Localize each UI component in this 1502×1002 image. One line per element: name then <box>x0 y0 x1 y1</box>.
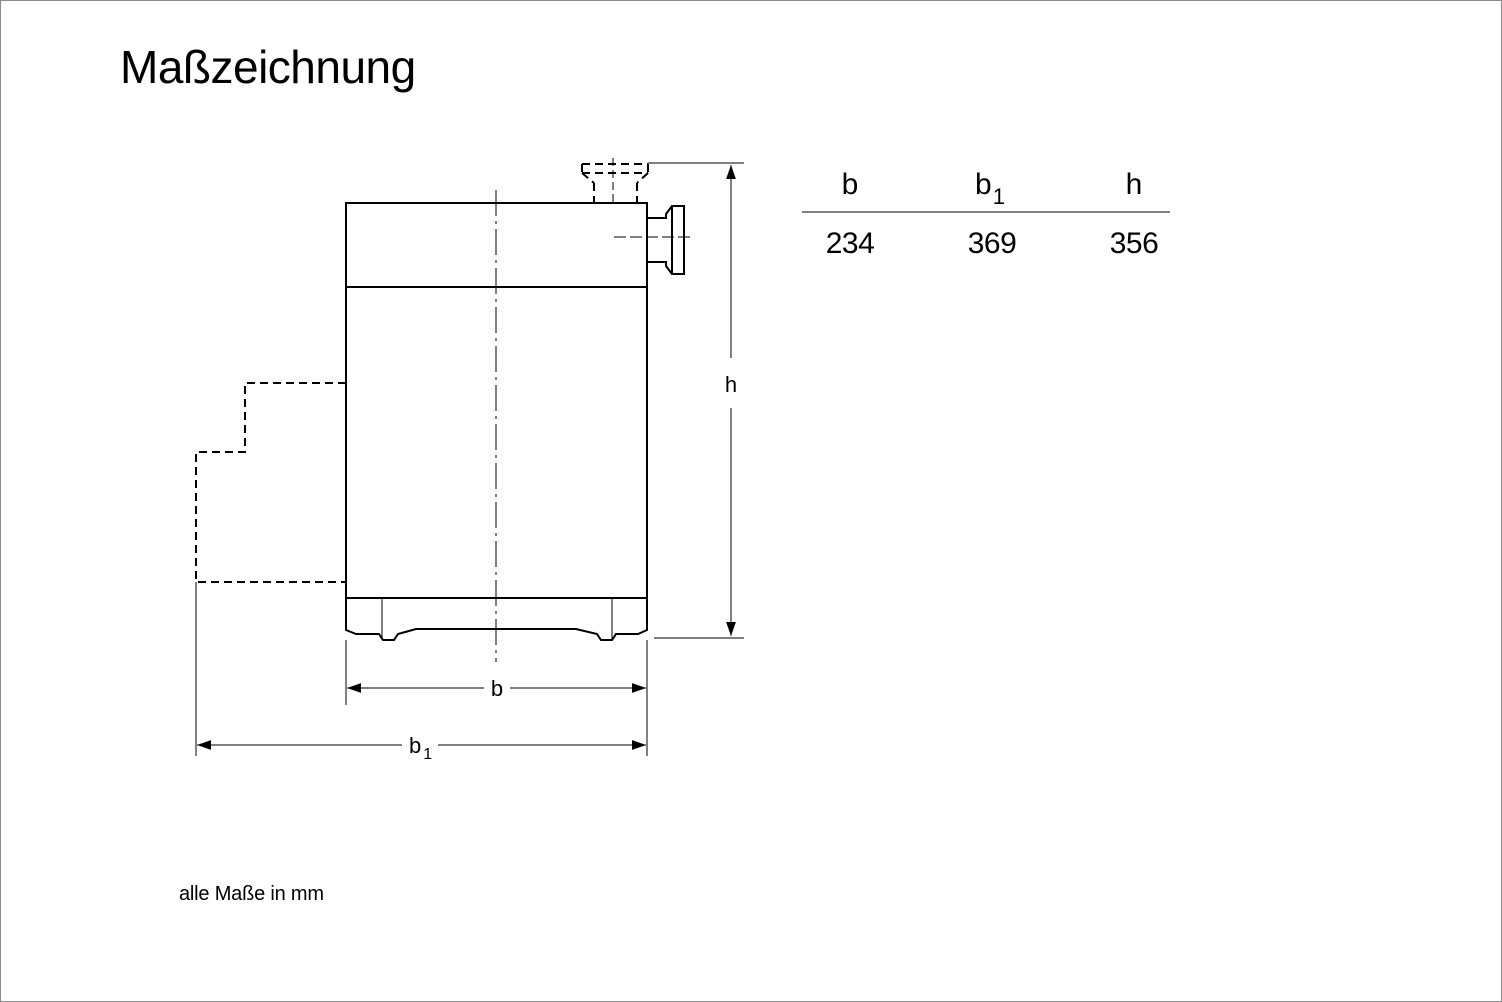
dimension-b: b <box>347 676 646 701</box>
table-header-b: b <box>842 168 859 201</box>
table-value-h: 356 <box>1110 227 1159 260</box>
dimension-table: b b1 h 234 369 356 <box>802 168 1170 260</box>
dimension-h-label: h <box>725 372 737 397</box>
page-title: Maßzeichnung <box>120 41 416 93</box>
dimension-b-label: b <box>491 676 503 701</box>
table-header-b1: b1 <box>975 168 1005 209</box>
table-header-h: h <box>1126 168 1143 201</box>
side-attachment <box>195 382 346 583</box>
dimension-h: h <box>725 165 737 636</box>
units-note: alle Maße in mm <box>179 883 324 905</box>
table-value-b: 234 <box>826 227 875 260</box>
extension-lines <box>195 162 744 756</box>
side-connector <box>647 205 685 275</box>
table-value-b1: 369 <box>968 227 1017 260</box>
top-connector <box>581 163 649 203</box>
foot-marks <box>381 598 613 640</box>
